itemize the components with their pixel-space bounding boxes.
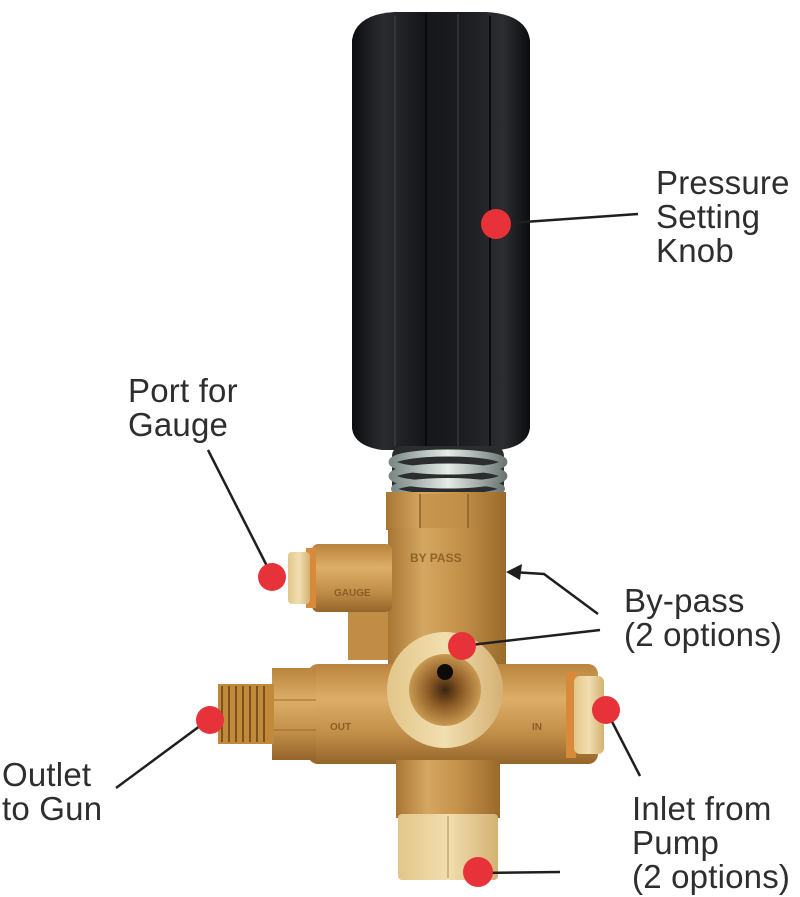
label-line: Pump	[632, 824, 720, 861]
label-outlet-to-gun: Outlet to Gun	[2, 758, 102, 826]
hex-cap	[386, 492, 506, 530]
marker-pressure-knob	[481, 209, 511, 239]
bypass-engraving: BY PASS	[410, 551, 462, 565]
valve-spring	[388, 446, 508, 500]
label-line: (2 options)	[624, 616, 783, 653]
valve-body-horizontal: OUT IN	[218, 632, 604, 764]
label-inlet-from-pump: Inlet from Pump (2 options)	[632, 792, 790, 894]
label-bypass: By-pass (2 options)	[624, 584, 782, 652]
bypass-arrowhead	[506, 564, 522, 580]
marker-gauge-port	[258, 563, 286, 591]
out-engraving: OUT	[330, 722, 351, 733]
label-line: Inlet from	[632, 790, 772, 827]
label-line: (2 options)	[632, 858, 791, 895]
marker-inlet-side	[592, 696, 620, 724]
label-line: By-pass	[624, 582, 745, 619]
label-line: Port for	[128, 372, 238, 409]
label-line: Setting	[656, 198, 761, 235]
leader-bypass-side	[511, 570, 599, 616]
label-line: to Gun	[2, 790, 103, 827]
callout-markers	[196, 209, 620, 887]
label-line: Outlet	[2, 756, 92, 793]
leader-gauge-port	[206, 449, 274, 577]
in-engraving: IN	[532, 722, 542, 733]
label-line: Knob	[656, 232, 734, 269]
leader-bypass-front	[461, 628, 601, 648]
marker-outlet	[196, 706, 224, 734]
label-line: Pressure	[656, 164, 790, 201]
leader-lines	[115, 212, 642, 875]
label-port-for-gauge: Port for Gauge	[128, 374, 238, 442]
gauge-engraving: GAUGE	[334, 588, 371, 599]
marker-bypass-front	[448, 632, 476, 660]
valve-body-bottom	[396, 760, 500, 880]
label-line: Gauge	[128, 406, 229, 443]
leader-outlet	[115, 718, 209, 790]
gauge-port-arm: GAUGE	[288, 544, 392, 660]
label-pressure-setting-knob: Pressure Setting Knob	[656, 166, 790, 268]
leader-pressure-knob	[495, 212, 639, 226]
marker-inlet-bottom	[463, 857, 493, 887]
